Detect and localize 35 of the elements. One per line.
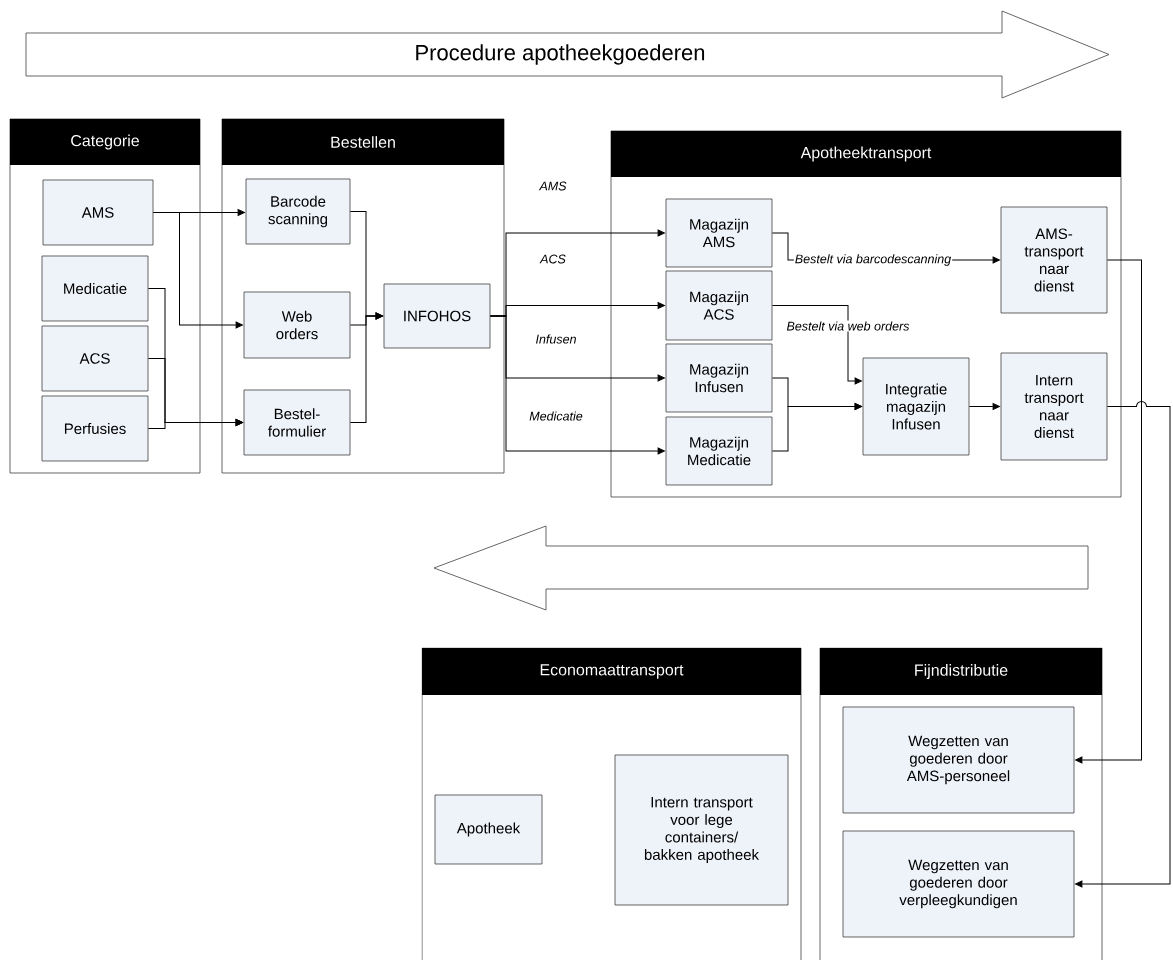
process-box: Medicatie bbox=[41, 255, 149, 322]
process-box: Intern transport voor lege containers/ bakken apotheek bbox=[614, 754, 789, 906]
arrow bbox=[1075, 401, 1171, 888]
arrow bbox=[771, 305, 862, 385]
arrow bbox=[489, 315, 665, 455]
process-box: Magazijn Medicatie bbox=[665, 416, 773, 486]
edge-label: Bestelt via web orders bbox=[785, 320, 911, 332]
process-box: Web orders bbox=[243, 291, 351, 359]
process-box: Magazijn Infusen bbox=[665, 343, 773, 413]
edge-label: ACS bbox=[539, 253, 567, 265]
edge-label: Medicatie bbox=[528, 410, 584, 422]
process-box: Barcode scanning bbox=[245, 178, 351, 245]
arrow bbox=[349, 312, 383, 423]
arrow bbox=[968, 403, 1000, 410]
process-box: Wegzetten van goederen door AMS-personeel bbox=[842, 706, 1075, 814]
process-box: Intern transport naar dienst bbox=[1000, 352, 1108, 461]
edge-label: Bestelt via barcodescanning bbox=[793, 253, 953, 267]
process-box: Bestel-formulier bbox=[243, 389, 351, 456]
process-box: Magazijn ACS bbox=[665, 270, 773, 341]
process-box: Perfusies bbox=[41, 395, 149, 462]
arrow bbox=[1075, 259, 1142, 764]
arrow bbox=[771, 403, 862, 452]
process-box: Integratie magazijn Infusen bbox=[862, 357, 970, 456]
process-box: Wegzetten van goederen door verpleegkundigen bbox=[842, 830, 1075, 938]
process-box: AMS-transport naar dienst bbox=[1000, 206, 1108, 314]
process-box: ACS bbox=[41, 325, 149, 392]
arrow bbox=[147, 419, 243, 429]
process-box: Magazijn AMS bbox=[665, 198, 773, 268]
edge-label: AMS bbox=[538, 180, 568, 192]
arrow bbox=[152, 212, 243, 329]
block-arrow bbox=[433, 525, 1089, 611]
process-box: AMS bbox=[42, 179, 154, 246]
process-box: Apotheek bbox=[434, 794, 543, 865]
edge-label: Infusen bbox=[534, 333, 578, 345]
process-box: INFOHOS bbox=[383, 283, 491, 349]
